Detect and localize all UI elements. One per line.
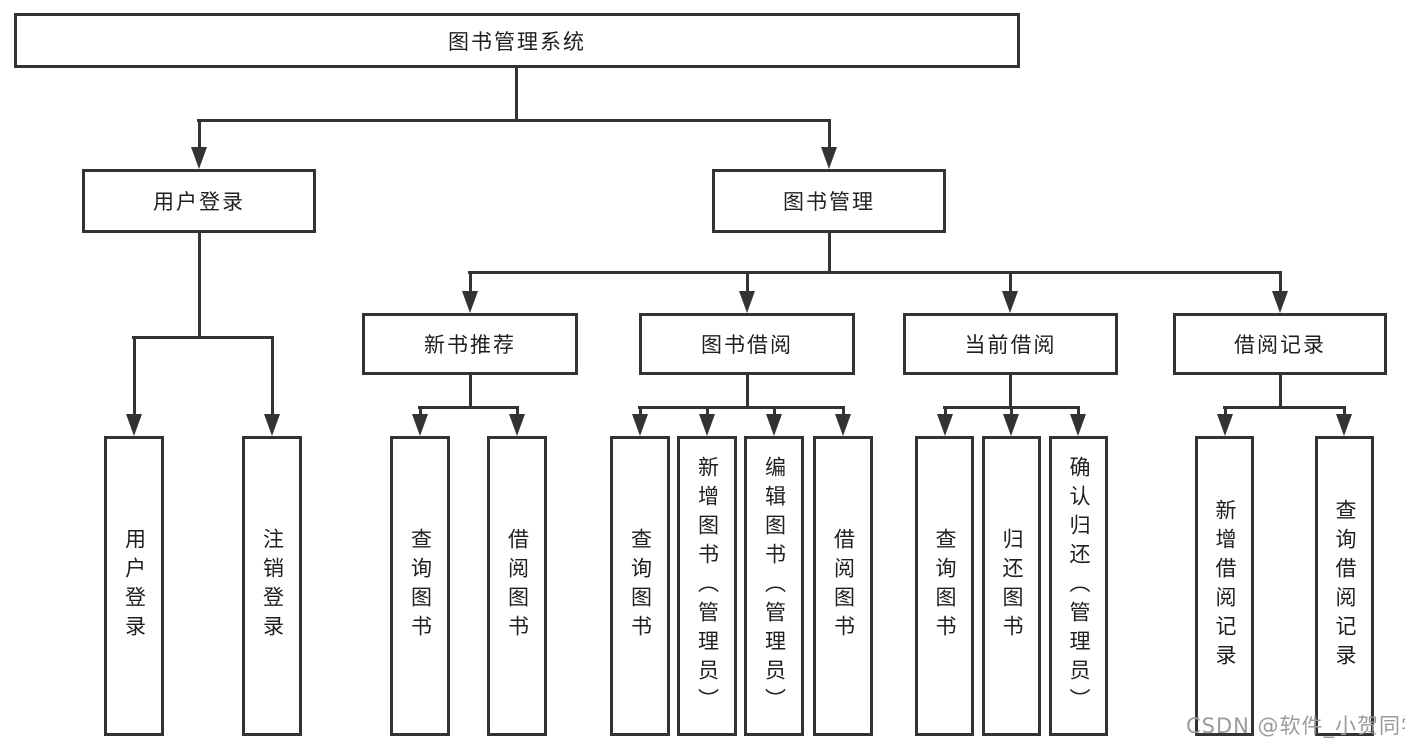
connector-book-mgmt-stub	[828, 232, 831, 274]
csdn-watermark: CSDN @软件_小贺同学	[1186, 714, 1405, 738]
leaf-confirm-return-admin: 确认归还（管理员）	[1049, 436, 1108, 736]
connector-level3-drop	[1009, 271, 1012, 291]
node-book-borrow: 图书借阅	[639, 313, 855, 375]
connector-root-stub	[515, 68, 518, 120]
arrow-down-icon	[126, 414, 142, 436]
connector-level3-drop	[469, 271, 472, 291]
connector-level3-drop	[1279, 271, 1282, 291]
leaf-current-query-books: 查询图书	[915, 436, 974, 736]
arrow-down-icon	[509, 414, 525, 436]
leaf-borrow-query-books: 查询图书	[610, 436, 670, 736]
connector-leaf-drop	[419, 406, 422, 416]
leaf-add-books-admin: 新增图书（管理员）	[677, 436, 737, 736]
arrow-down-icon	[1002, 291, 1018, 313]
connector-book-borrow-stub	[746, 375, 749, 408]
node-current-borrow: 当前借阅	[903, 313, 1118, 375]
leaf-user-login: 用户登录	[104, 436, 164, 736]
connector-recommend-rail	[418, 406, 519, 409]
leaf-recommend-query-books: 查询图书	[390, 436, 450, 736]
connector-leaf-drop	[706, 406, 709, 416]
leaf-borrow-books: 借阅图书	[813, 436, 873, 736]
arrow-down-icon	[937, 414, 953, 436]
connector-level2-rail	[197, 119, 831, 122]
connector-user-login-drop	[198, 119, 201, 147]
node-root: 图书管理系统	[14, 13, 1020, 68]
arrow-down-icon	[412, 414, 428, 436]
arrow-down-icon	[835, 414, 851, 436]
arrow-down-icon	[1003, 414, 1019, 436]
leaf-query-borrow-record: 查询借阅记录	[1315, 436, 1374, 736]
leaf-logout: 注销登录	[242, 436, 302, 736]
connector-book-borrow-rail	[638, 406, 845, 409]
arrow-down-icon	[699, 414, 715, 436]
connector-book-mgmt-drop	[828, 119, 831, 147]
connector-leaf-drop	[842, 406, 845, 416]
connector-user-leaves-rail	[132, 336, 274, 339]
arrow-down-icon	[1336, 414, 1352, 436]
connector-leaf-drop	[639, 406, 642, 416]
connector-leaf-drop	[516, 406, 519, 416]
leaf-add-borrow-record: 新增借阅记录	[1195, 436, 1254, 736]
connector-leaf-drop	[1010, 406, 1013, 416]
leaf-edit-books-admin: 编辑图书（管理员）	[744, 436, 804, 736]
connector-level3-drop	[746, 271, 749, 291]
node-borrow-records: 借阅记录	[1173, 313, 1387, 375]
node-book-management: 图书管理	[712, 169, 946, 233]
connector-recommend-stub	[469, 375, 472, 408]
connector-borrow-records-rail	[1223, 406, 1346, 409]
node-new-book-recommend: 新书推荐	[362, 313, 578, 375]
arrow-down-icon	[1217, 414, 1233, 436]
arrow-down-icon	[766, 414, 782, 436]
connector-current-borrow-stub	[1009, 375, 1012, 408]
connector-user-login-stub	[198, 232, 201, 337]
connector-leaf-drop	[1224, 406, 1227, 416]
arrow-down-icon	[1272, 291, 1288, 313]
node-user-login: 用户登录	[82, 169, 316, 233]
arrow-down-icon	[264, 414, 280, 436]
leaf-recommend-borrow-books: 借阅图书	[487, 436, 547, 736]
leaf-return-books: 归还图书	[982, 436, 1041, 736]
connector-borrow-records-stub	[1279, 375, 1282, 408]
connector-leaf-drop	[133, 336, 136, 414]
connector-level3-rail	[468, 271, 1282, 274]
connector-leaf-drop	[1077, 406, 1080, 416]
arrow-down-icon	[632, 414, 648, 436]
connector-leaf-drop	[1343, 406, 1346, 416]
connector-leaf-drop	[773, 406, 776, 416]
arrow-down-icon	[739, 291, 755, 313]
arrow-down-icon	[191, 147, 207, 169]
connector-leaf-drop	[271, 336, 274, 414]
arrow-down-icon	[462, 291, 478, 313]
arrow-down-icon	[1070, 414, 1086, 436]
arrow-down-icon	[821, 147, 837, 169]
connector-leaf-drop	[944, 406, 947, 416]
